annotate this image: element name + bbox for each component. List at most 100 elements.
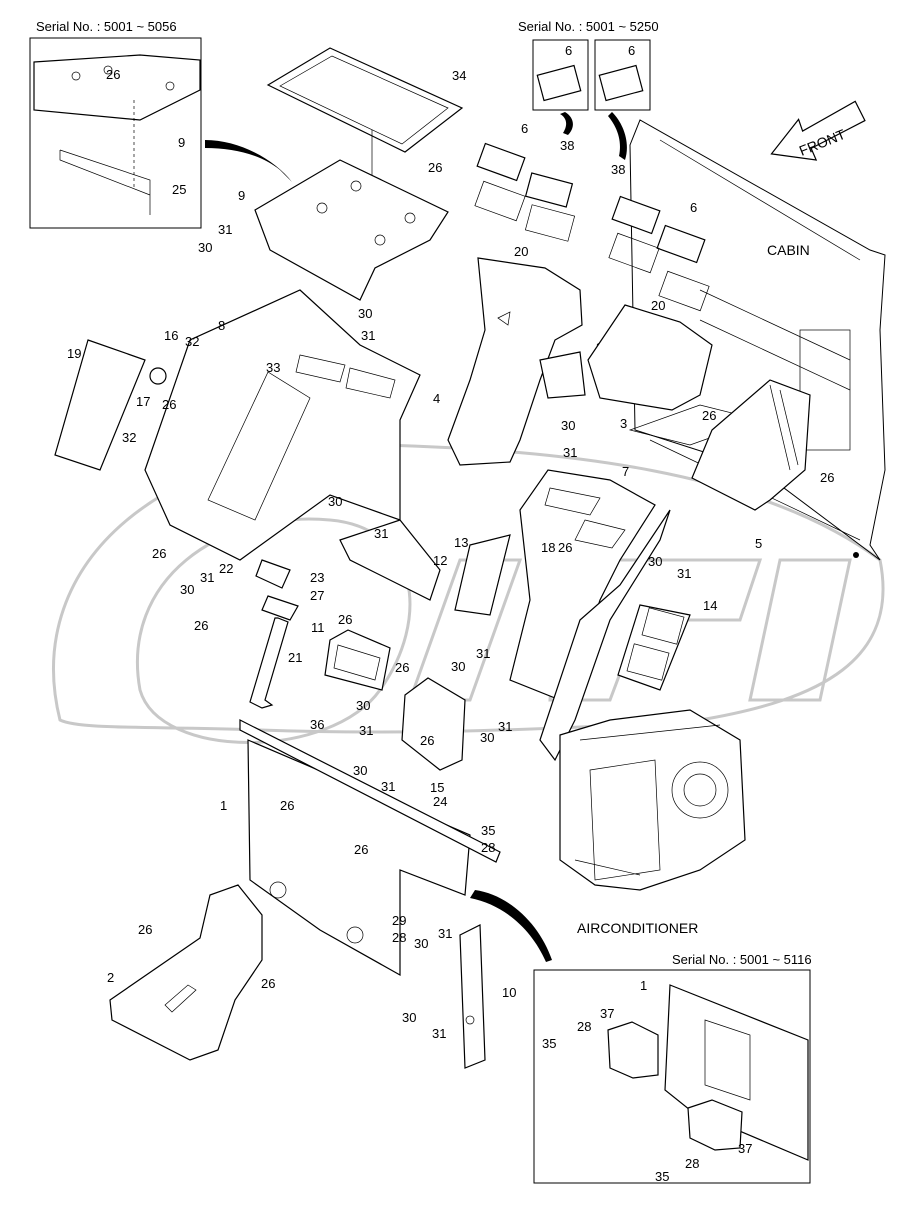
callout-label: 4 (433, 391, 440, 406)
callout-label: 19 (67, 346, 81, 361)
airconditioner-unit: AIRCONDITIONER (559, 709, 746, 936)
callout-label: 30 (356, 698, 370, 713)
callout-label: 26 (162, 397, 176, 412)
left-fasteners: 26 30 31 22 26 23 27 21 (152, 546, 324, 709)
callout-label: 37 (600, 1006, 614, 1021)
callout-label: 38 (560, 138, 574, 153)
part-12-bracket: 12 30 31 (328, 494, 447, 601)
callout-label: 28 (577, 1019, 591, 1034)
callout-label: 31 (476, 646, 490, 661)
serial-note-bottom-right: Serial No. : 5001 ~ 5116 (672, 952, 812, 967)
callout-label: 28 (481, 840, 495, 855)
callout-label: 27 (310, 588, 324, 603)
inset-pointer-arrow (470, 890, 552, 962)
front-arrow: FRONT (770, 100, 866, 161)
callout-label: 29 (392, 913, 406, 928)
part-4-duct: 4 26 (433, 257, 610, 466)
callout-label: 12 (433, 553, 447, 568)
callout-label: 30 (353, 763, 367, 778)
callout-label: 28 (392, 930, 406, 945)
airconditioner-label: AIRCONDITIONER (577, 920, 698, 936)
serial-note-top-left: Serial No. : 5001 ~ 5056 (36, 19, 177, 34)
callout-label: 26 (152, 546, 166, 561)
callout-label: 30 (328, 494, 342, 509)
callout-label: 31 (432, 1026, 446, 1041)
callout-label: 31 (218, 222, 232, 237)
callout-label: 1 (640, 978, 647, 993)
callout-label: 28 (685, 1156, 699, 1171)
callout-label: 37 (738, 1141, 752, 1156)
callout-label: 26 (354, 842, 368, 857)
callout-label: 11 (311, 620, 325, 635)
callout-label: 9 (238, 188, 245, 203)
part-34-mat: 34 (266, 47, 466, 215)
callout-label: 1 (220, 798, 227, 813)
callout-label: 6 (690, 200, 697, 215)
part-8-panel: 8 30 31 33 (144, 289, 421, 561)
callout-label: 31 (677, 566, 691, 581)
callout-label: 25 (172, 182, 186, 197)
callout-label: 3 (620, 416, 627, 431)
callout-label: 26 (261, 976, 275, 991)
callout-label: 30 (180, 582, 194, 597)
callout-label: 26 (820, 470, 834, 485)
callout-label: 6 (521, 121, 528, 136)
callout-label: 31 (563, 445, 577, 460)
callout-label: 31 (359, 723, 373, 738)
part-11-housing: 11 26 26 36 (310, 612, 409, 732)
part-13-lid: 13 18 26 30 31 (451, 534, 572, 674)
callout-label: 18 (541, 540, 555, 555)
callout-label: 26 (558, 540, 572, 555)
callout-label: 30 (414, 936, 428, 951)
callout-label: 38 (611, 162, 625, 177)
callout-label: 16 (164, 328, 178, 343)
callout-label: 36 (310, 717, 324, 732)
callout-label: 17 (136, 394, 150, 409)
callout-label: 26 (702, 408, 716, 423)
callout-label: 32 (185, 334, 199, 349)
callout-label: 26 (280, 798, 294, 813)
callout-label: 35 (655, 1169, 669, 1184)
part-1-plate: 1 26 35 28 26 29 28 30 31 (220, 719, 501, 977)
callout-label: 6 (628, 43, 635, 58)
callout-label: 34 (452, 68, 466, 83)
part-19-cover: 19 16 32 17 26 32 (54, 328, 199, 471)
vent-grilles: 6 38 20 38 6 20 (474, 121, 710, 313)
cabin-label: CABIN (767, 242, 810, 258)
callout-label: 30 (358, 306, 372, 321)
callout-label: 26 (395, 660, 409, 675)
serial-note-top-center: Serial No. : 5001 ~ 5250 (518, 19, 659, 34)
callout-label: 30 (402, 1010, 416, 1025)
callout-label: 30 (561, 418, 575, 433)
callout-label: 31 (361, 328, 375, 343)
callout-label: 31 (200, 570, 214, 585)
callout-label: 26 (428, 160, 442, 175)
callout-label: 30 (480, 730, 494, 745)
callout-label: 26 (194, 618, 208, 633)
callout-label: 26 (106, 67, 120, 82)
callout-label: 23 (310, 570, 324, 585)
part-2-duct: 26 2 26 (107, 884, 275, 1061)
inset-top-left: Serial No. : 5001 ~ 5056 26 9 25 (29, 19, 202, 229)
callout-label: 2 (107, 970, 114, 985)
callout-label: 13 (454, 535, 468, 550)
part-5-duct: 5 26 (691, 379, 834, 551)
callout-label: 14 (703, 598, 717, 613)
callout-label: 22 (219, 561, 233, 576)
callout-label: 31 (381, 779, 395, 794)
callout-label: 7 (622, 464, 629, 479)
callout-label: 30 (198, 240, 212, 255)
callout-label: 31 (498, 719, 512, 734)
callout-label: 21 (288, 650, 302, 665)
inset-pointer-arrow (205, 140, 292, 182)
callout-label: 6 (565, 43, 572, 58)
callout-label: 8 (218, 318, 225, 333)
callout-label: 33 (266, 360, 280, 375)
callout-label: 26 (420, 733, 434, 748)
callout-label: 5 (755, 536, 762, 551)
callout-label: 26 (138, 922, 152, 937)
callout-label: 30 (648, 554, 662, 569)
part-9-cover: 9 26 31 30 (198, 159, 449, 301)
part-10-strip: 10 30 31 (402, 924, 516, 1069)
